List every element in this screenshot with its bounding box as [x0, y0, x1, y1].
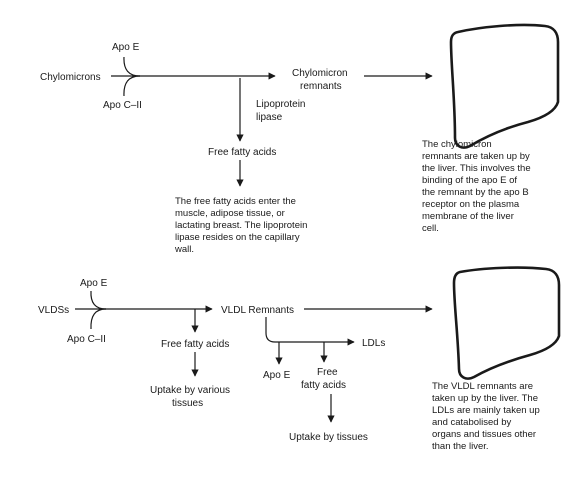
uptake-various-label-2: tissues [172, 398, 203, 409]
free-ffa-label-2: fatty acids [301, 380, 346, 391]
bottom-apo-e-join-curve [90, 290, 107, 310]
vldss-label: VLDSs [38, 305, 69, 316]
liver-note-bottom-line: than the liver. [432, 441, 489, 452]
uptake-various-label-1: Uptake by various [150, 385, 230, 396]
vldl-pathway: Apo E Apo C–II VLDSs Free fatty acids Up… [38, 266, 561, 452]
liver-note-top-line: receptor on the plasma [422, 199, 520, 210]
liver-note-bottom-line: taken up by the liver. The [432, 393, 538, 404]
liver-note-top-line: The chylomicron [422, 139, 492, 150]
released-apo-e-label: Apo E [263, 370, 291, 381]
liver-note-bottom-line: LDLs are mainly taken up [432, 405, 540, 416]
liver-note-bottom-line: The VLDL remnants are [432, 381, 533, 392]
ffa-note: The free fatty acids enter the muscle, a… [174, 196, 307, 255]
liver-note-top-line: cell. [422, 223, 439, 234]
free-fatty-acids-label: Free fatty acids [208, 147, 276, 158]
liver-note-top-line: membrane of the liver [422, 211, 514, 222]
free-ffa-label-1: Free [317, 367, 338, 378]
liver-note-top: The chylomicron remnants are taken up by… [422, 139, 531, 234]
liver-note-top-line: the remnant by the apo B [422, 187, 529, 198]
liver-note-top-line: remnants are taken up by [422, 151, 530, 162]
bottom-apo-e-label: Apo E [80, 278, 108, 289]
chylomicron-remnant-label-2: remnants [300, 81, 342, 92]
liver-note-bottom: The VLDL remnants are taken up by the li… [432, 381, 540, 452]
vldl-remnants-label: VLDL Remnants [221, 305, 294, 316]
chylomicron-pathway: Apo E Apo C–II Chylomicrons Chylomicron … [40, 23, 560, 255]
liver-note-top-line: binding of the apo E of [422, 175, 517, 186]
liver-note-top-line: the liver. This involves the [422, 163, 531, 174]
liver-shape-bottom [452, 266, 561, 380]
top-apo-e-label: Apo E [112, 42, 140, 53]
liver-note-bottom-line: and catabolised by [432, 417, 511, 428]
lipoprotein-lipase-label-1: Lipoprotein [256, 99, 305, 110]
ffa-note-line: The free fatty acids enter the [175, 196, 296, 207]
ffa-note-line: muscle, adipose tissue, or [175, 208, 285, 219]
chylomicrons-label: Chylomicrons [40, 72, 101, 83]
remnant-to-ldl-arrow [265, 317, 355, 346]
ffa-note-line: wall. [174, 244, 194, 255]
ffa-note-line: lipase resides on the capillary [175, 232, 300, 243]
top-apo-c2-label: Apo C–II [103, 100, 142, 111]
uptake-by-tissues-label: Uptake by tissues [289, 432, 368, 443]
top-apo-c2-join-curve [123, 75, 141, 97]
ldls-label: LDLs [362, 338, 385, 349]
liver-shape-top [449, 23, 560, 149]
lipoprotein-lipase-label-2: lipase [256, 112, 283, 123]
bottom-apo-c2-join-curve [90, 308, 107, 330]
top-apo-e-join-curve [123, 56, 141, 77]
liver-note-bottom-line: organs and tissues other [432, 429, 536, 440]
chylomicron-remnant-label-1: Chylomicron [292, 68, 348, 79]
bottom-apo-c2-label: Apo C–II [67, 334, 106, 345]
bottom-free-fatty-acids-label: Free fatty acids [161, 339, 229, 350]
ffa-note-line: lactating breast. The lipoprotein [175, 220, 307, 231]
